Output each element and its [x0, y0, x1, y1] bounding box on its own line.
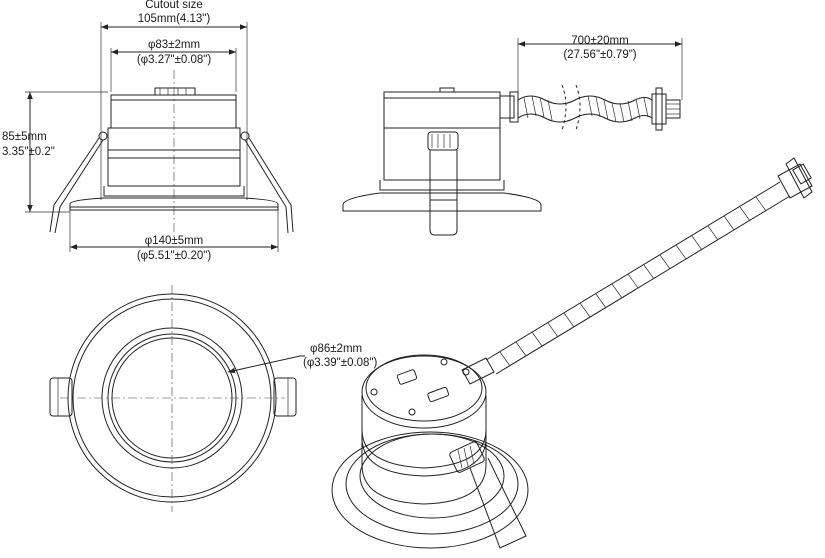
trim-diameter-in: (φ5.51"±0.20")	[137, 250, 212, 262]
body-diameter-mm: φ83±2mm	[148, 39, 200, 51]
lens-diameter-in: (φ3.39"±0.08")	[303, 357, 378, 369]
trim-diameter-mm: φ140±5mm	[145, 235, 204, 247]
top-view: φ86±2mm (φ3.39"±0.08")	[49, 285, 378, 512]
cable-length-mm: 700±20mm	[571, 35, 628, 47]
side-elevation-view: 700±20mm (27.56"±0.79")	[342, 35, 683, 236]
front-elevation-view: Cutout size 105mm(4.13") φ83±2mm (φ3.27"…	[2, 0, 294, 262]
cable-length-in: (27.56"±0.79")	[563, 49, 636, 61]
height-mm: 85±5mm	[2, 131, 47, 143]
isometric-view	[331, 157, 813, 549]
lens-diameter-mm: φ86±2mm	[310, 343, 362, 355]
height-in: 3.35"±0.2"	[2, 146, 55, 158]
conduit-ribs	[523, 95, 649, 123]
cutout-size-label: Cutout size	[145, 0, 203, 11]
iso-conduit-ribs	[499, 196, 767, 367]
cutout-size-value: 105mm(4.13")	[138, 13, 211, 25]
body-diameter-in: (φ3.27"±0.08")	[137, 54, 212, 66]
